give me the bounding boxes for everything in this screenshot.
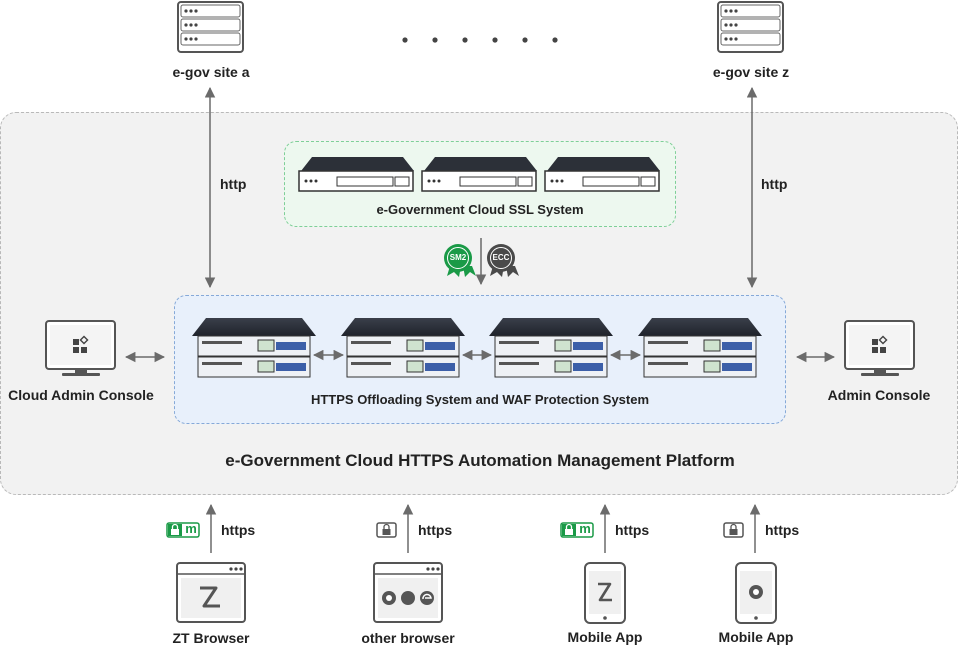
lock-badge-m-3: m (579, 521, 591, 536)
https-label-4: https (765, 522, 800, 538)
ssl-system-label: e-Government Cloud SSL System (376, 202, 584, 217)
lock-badge-m-1: m (185, 521, 197, 536)
https-system-label: HTTPS Offloading System and WAF Protecti… (310, 392, 650, 407)
https-appliance-icon (192, 318, 316, 378)
https-label-3: https (615, 522, 650, 538)
https-appliance-icon (341, 318, 465, 378)
client-label-mobile-app-1: Mobile App (567, 629, 643, 645)
https-appliance-icon (489, 318, 613, 378)
site-z-label: e-gov site z (712, 64, 790, 80)
platform-title: e-Government Cloud HTTPS Automation Mana… (225, 451, 735, 470)
http-right-label: http (761, 176, 788, 192)
admin-console-label: Admin Console (827, 387, 931, 403)
sm2-badge-icon (444, 244, 476, 277)
ssl-server-icon (298, 157, 414, 192)
https-label-2: https (418, 522, 453, 538)
lock-icon (376, 522, 397, 538)
site-a-server-icon (177, 1, 244, 53)
site-a-label: e-gov site a (172, 64, 250, 80)
chrome-icon (749, 585, 763, 599)
chrome-icon (382, 591, 396, 605)
ecc-badge-icon (487, 244, 519, 277)
https-appliance-icon (638, 318, 762, 378)
client-label-zt-browser: ZT Browser (172, 630, 250, 646)
lock-icon (723, 522, 744, 538)
zt-logo-icon (598, 582, 612, 602)
https-label-1: https (221, 522, 256, 538)
client-label-mobile-app-2: Mobile App (718, 629, 794, 645)
green-lock-icon (560, 522, 594, 538)
site-z-server-icon (717, 1, 784, 53)
cloud-admin-console-label: Cloud Admin Console (8, 387, 154, 403)
ecc-badge-label: ECC (492, 253, 510, 262)
sm2-badge-label: SM2 (449, 253, 467, 262)
ssl-server-icon (421, 157, 537, 192)
green-lock-icon (166, 522, 200, 538)
ssl-server-icon (544, 157, 660, 192)
safari-icon (401, 591, 415, 605)
edge-icon (420, 591, 434, 605)
zt-logo-icon (200, 586, 220, 608)
ellipsis-dots-icon (402, 37, 558, 43)
cloud-admin-monitor-icon (45, 320, 116, 376)
zt-browser-window-icon (176, 562, 246, 623)
client-label-other-browser: other browser (361, 630, 455, 646)
admin-monitor-icon (844, 320, 915, 376)
http-left-label: http (220, 176, 247, 192)
